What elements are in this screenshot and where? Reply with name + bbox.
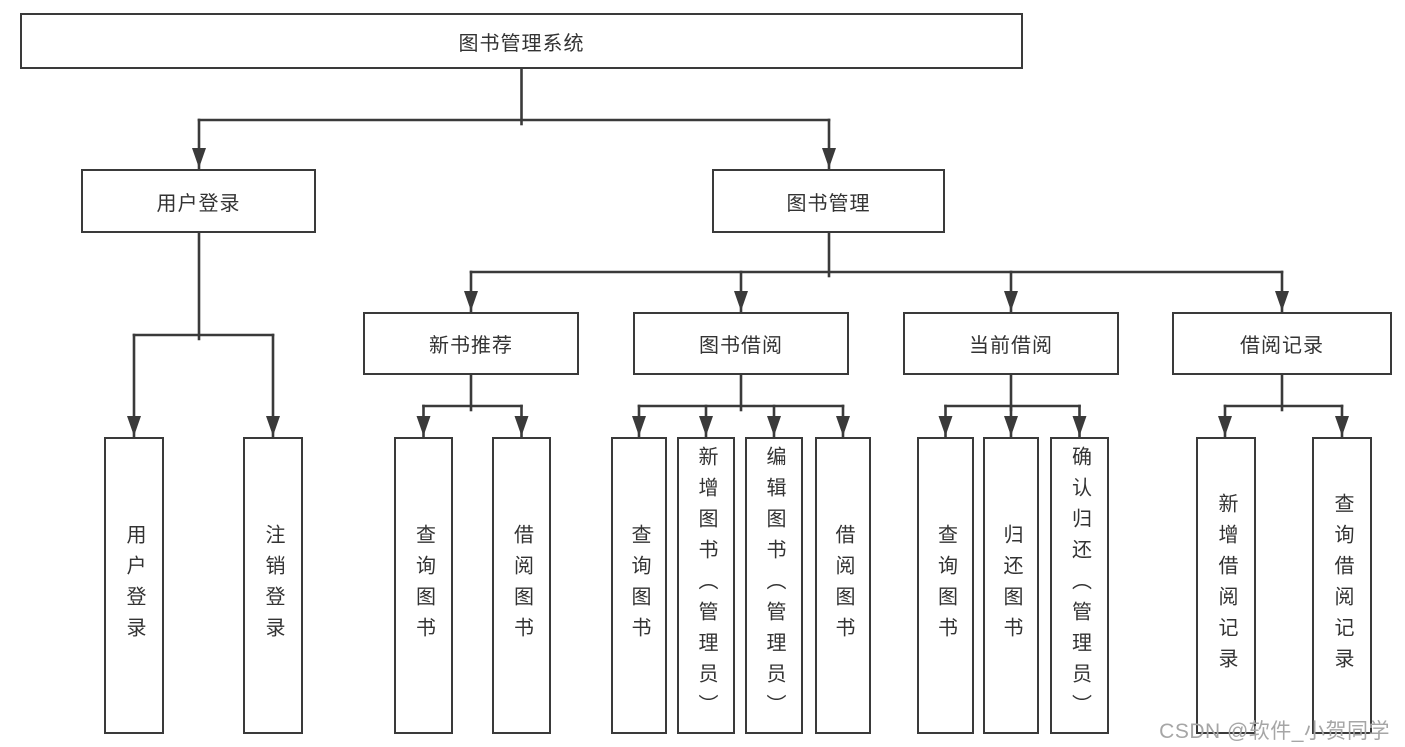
node-book-borrowing: 图书借阅: [633, 312, 849, 375]
watermark: CSDN @软件_小贺同学: [1159, 720, 1390, 743]
leaf-user-login: 用户登录: [104, 437, 164, 734]
leaf-edit-books-admin: 编辑图书（管理员）: [745, 437, 803, 734]
leaf-add-borrow-record: 新增借阅记录: [1196, 437, 1256, 734]
leaf-logout: 注销登录: [243, 437, 303, 734]
leaf-query-borrow-record-label: 查询借阅记录: [1331, 492, 1353, 679]
node-root: 图书管理系统: [20, 13, 1023, 69]
node-user-login-label: 用户登录: [156, 192, 241, 215]
node-new-book-recommend-label: 新书推荐: [429, 335, 513, 357]
leaf-logout-label: 注销登录: [262, 523, 284, 648]
leaf-confirm-return-admin-label: 确认归还（管理员）: [1068, 446, 1091, 725]
leaf-query-books-recommend-label: 查询图书: [412, 523, 435, 648]
node-root-label: 图书管理系统: [458, 32, 585, 55]
leaf-return-books-label: 归还图书: [1000, 523, 1022, 648]
leaf-borrow-books-borrowing-label: 借阅图书: [832, 523, 854, 648]
node-current-borrowing: 当前借阅: [903, 312, 1119, 375]
node-book-borrowing-label: 图书借阅: [699, 335, 783, 357]
leaf-query-books-current-label: 查询图书: [934, 523, 957, 648]
leaf-user-login-label: 用户登录: [123, 523, 145, 648]
node-book-management: 图书管理: [712, 169, 945, 233]
node-user-login: 用户登录: [81, 169, 316, 233]
leaf-add-borrow-record-label: 新增借阅记录: [1215, 492, 1237, 679]
leaf-query-borrow-record: 查询借阅记录: [1312, 437, 1372, 734]
node-current-borrowing-label: 当前借阅: [969, 335, 1053, 357]
leaf-query-books-borrowing-label: 查询图书: [628, 523, 650, 648]
node-book-management-label: 图书管理: [786, 192, 871, 215]
leaf-borrow-books-recommend: 借阅图书: [492, 437, 551, 734]
leaf-query-books-current: 查询图书: [917, 437, 974, 734]
leaf-query-books-recommend: 查询图书: [394, 437, 453, 734]
node-borrowing-records-label: 借阅记录: [1240, 335, 1324, 357]
node-new-book-recommend: 新书推荐: [363, 312, 579, 375]
leaf-add-books-admin: 新增图书（管理员）: [677, 437, 735, 734]
leaf-borrow-books-borrowing: 借阅图书: [815, 437, 871, 734]
leaf-edit-books-admin-label: 编辑图书（管理员）: [763, 446, 785, 725]
leaf-return-books: 归还图书: [983, 437, 1039, 734]
leaf-add-books-admin-label: 新增图书（管理员）: [695, 446, 717, 725]
leaf-borrow-books-recommend-label: 借阅图书: [510, 523, 533, 648]
leaf-query-books-borrowing: 查询图书: [611, 437, 667, 734]
leaf-confirm-return-admin: 确认归还（管理员）: [1050, 437, 1109, 734]
node-borrowing-records: 借阅记录: [1172, 312, 1392, 375]
